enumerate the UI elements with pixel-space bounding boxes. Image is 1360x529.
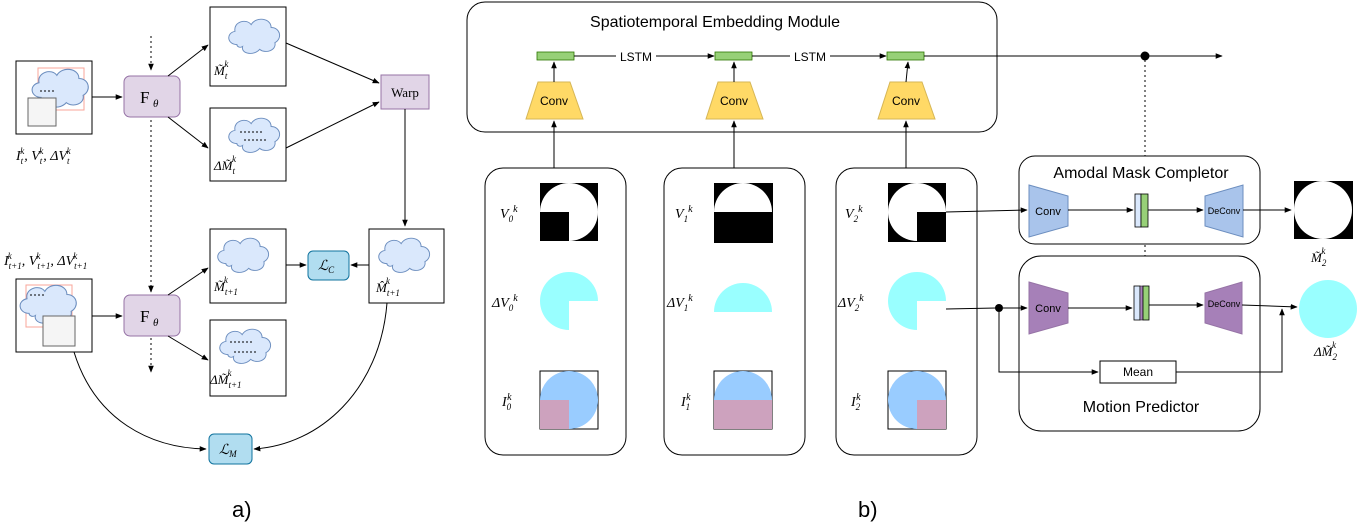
f-theta-bottom: F θ (123, 294, 181, 337)
amodal-title: Amodal Mask Completor (1053, 165, 1229, 182)
motion-conv-label: Conv (1035, 303, 1061, 315)
frame-column-0: V0k ΔV0k I0k (484, 167, 627, 456)
conv-block-0: Conv (525, 81, 584, 120)
conv-label-0: Conv (540, 94, 568, 108)
embedding-title: Spatiotemporal Embedding Module (590, 14, 840, 31)
output-m-label: M̃2k (1310, 246, 1327, 268)
m-tilde-t1-box: M̃t+1k (209, 228, 287, 304)
warp-label: Warp (391, 85, 419, 100)
frame-column-1: V1k ΔV1k I1k (663, 167, 806, 456)
i2-label: I2k (850, 392, 861, 412)
amodal-conv-label: Conv (1035, 206, 1061, 218)
v0-label: V0k (500, 204, 518, 224)
dv0-label: ΔV0k (491, 293, 518, 313)
loss-c-label: ℒC (318, 259, 335, 275)
conv-block-1: Conv (705, 81, 764, 120)
output-dm-label: ΔM̃2k (1313, 340, 1337, 362)
motion-predictor: Motion Predictor Conv DeConv Mean (1018, 255, 1261, 432)
lstm-label-2: LSTM (794, 50, 826, 64)
loss-c: ℒC (307, 250, 350, 281)
i0-label: I0k (501, 392, 512, 412)
motion-deconv-label: DeConv (1208, 299, 1241, 309)
delta-m-tilde-t1-box: ΔM̃t+1k (209, 319, 287, 397)
conv-label-1: Conv (720, 94, 748, 108)
frame-column-2: V2k ΔV2k I2k (835, 167, 978, 456)
input-frame-t1 (15, 278, 93, 353)
panel-a-label: a) (232, 497, 252, 522)
panel-b-label: b) (858, 497, 878, 522)
delta-m-tilde-t-box: ΔM̃tk (209, 107, 287, 182)
conv-block-2: Conv (877, 81, 936, 120)
f-theta-bottom-label: F (140, 307, 149, 326)
warp-block: Warp (380, 74, 430, 110)
mean-label: Mean (1123, 365, 1153, 379)
loss-m-label: ℒM (219, 443, 237, 459)
m-tilde-t-box: M̃tk (209, 6, 287, 87)
delta-m-tilde-t-label: ΔM̃tk (213, 154, 237, 176)
amodal-mask-completor: Amodal Mask Completor Conv DeConv (1018, 155, 1261, 245)
v1-label: V1k (675, 204, 693, 224)
m-tilde-t1-label: M̃t+1k (213, 275, 238, 297)
dv2-label: ΔV2k (837, 293, 864, 313)
m-hat-t1-box: M̂t+1k (368, 228, 445, 304)
f-theta-top-label: F (140, 88, 149, 107)
svg-text:θ: θ (153, 98, 159, 110)
motion-title: Motion Predictor (1083, 399, 1200, 416)
delta-m-tilde-t1-label: ΔM̃t+1k (209, 368, 242, 390)
output-delta-m-tilde-2: ΔM̃2k (1299, 280, 1357, 362)
input-top-label: Itk, Vtk, ΔVtk (15, 146, 72, 166)
input-bottom-label: It+1k, Vt+1k, ΔVt+1k (3, 251, 87, 271)
lstm-cell-0 (536, 51, 575, 61)
conv-label-2: Conv (892, 94, 920, 108)
input-frame-t (15, 60, 93, 135)
lstm-cell-2 (886, 51, 925, 61)
amodal-deconv-label: DeConv (1208, 206, 1241, 216)
i1-label: I1k (680, 392, 691, 412)
lstm-label-1: LSTM (620, 50, 652, 64)
svg-text:θ: θ (153, 317, 159, 329)
f-theta-top: F θ (123, 75, 181, 118)
v2-label: V2k (845, 204, 863, 224)
m-tilde-t-label: M̃tk (213, 59, 229, 81)
output-m-tilde-2: M̃2k (1294, 181, 1353, 268)
dv1-label: ΔV1k (666, 293, 693, 313)
m-hat-t1-label: M̂t+1k (375, 276, 400, 298)
loss-m: ℒM (208, 433, 253, 465)
lstm-cell-1 (714, 51, 753, 61)
